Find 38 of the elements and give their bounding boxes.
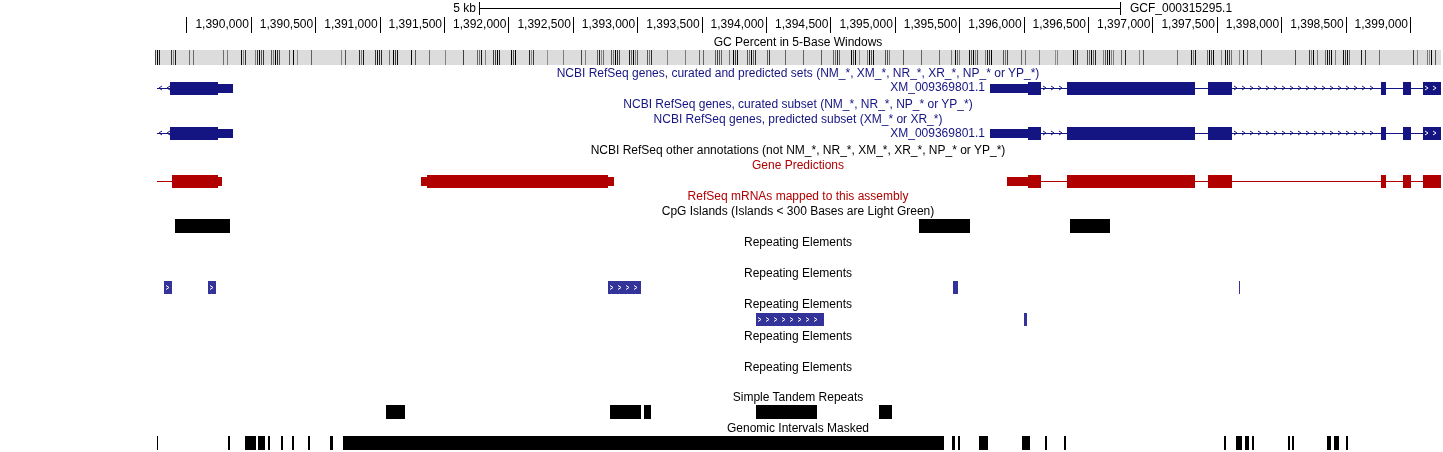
coordinate-label: 1,390,500 [259, 17, 314, 31]
coordinate-label: 1,391,500 [388, 17, 442, 31]
coordinate-label: 1,398,500 [1290, 17, 1344, 31]
track-title: Simple Tandem Repeats [732, 390, 864, 404]
track-title: Gene Predictions [751, 158, 845, 172]
coordinate-label: 1,396,500 [1032, 17, 1086, 31]
track-title: Repeating Elements [743, 360, 853, 374]
track-title: NCBI RefSeq other annotations (not NM_*, NR_*, XM_*, XR_*, NP_* or YP_*) [590, 143, 1006, 157]
track-title: Genomic Intervals Masked [726, 421, 870, 435]
coordinate-label: 1,394,000 [710, 17, 764, 31]
track-title: Repeating Elements [743, 235, 853, 249]
track-title: CpG Islands (Islands < 300 Bases are Light Green) [661, 204, 935, 218]
track-title: GC Percent in 5-Base Windows [713, 35, 883, 49]
coordinate-label: 1,391,000 [324, 17, 378, 31]
coordinate-label: 1,395,500 [903, 17, 958, 31]
track-title: RefSeq mRNAs mapped to this assembly [687, 189, 909, 203]
coordinate-label: 1,399,000 [1354, 17, 1408, 31]
assembly-label: GCF_000315295.1 [1130, 1, 1233, 15]
coordinate-label: 1,396,000 [968, 17, 1022, 31]
coordinate-label: 1,392,500 [517, 17, 571, 31]
coordinate-label: 1,398,000 [1225, 17, 1280, 31]
coordinate-label: 1,397,000 [1097, 17, 1151, 31]
track-title: Repeating Elements [743, 329, 853, 343]
coordinate-label: 1,397,500 [1161, 17, 1215, 31]
coordinate-label: 1,394,500 [775, 17, 829, 31]
gene-label: XM_009369801.1 [890, 126, 985, 140]
track-title: Repeating Elements [743, 266, 853, 280]
coordinate-label: 1,393,500 [646, 17, 700, 31]
coordinate-label: 1,393,000 [581, 17, 636, 31]
gene-label: XM_009369801.1 [890, 80, 985, 94]
scale-label: 5 kb [453, 1, 476, 15]
track-title: NCBI RefSeq genes, curated subset (NM_*, NR_*, NP_* or YP_*) [623, 97, 973, 111]
track-title: NCBI RefSeq genes, predicted subset (XM_* or XR_*) [653, 112, 943, 126]
coordinate-label: 1,392,000 [453, 17, 507, 31]
track-title: NCBI RefSeq genes, curated and predicted sets (NM_*, XM_*, NR_*, XR_*, NP_* or YP_*) [556, 66, 1040, 80]
track-title: Repeating Elements [743, 297, 853, 311]
coordinate-label: 1,390,000 [195, 17, 249, 31]
coordinate-label: 1,395,000 [839, 17, 893, 31]
